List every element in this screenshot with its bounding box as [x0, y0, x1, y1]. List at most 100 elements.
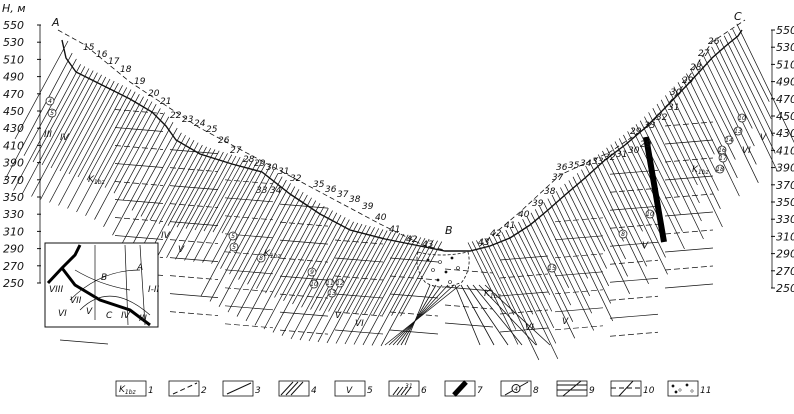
legend-dot — [678, 388, 682, 392]
right-tick-label: 510 — [776, 58, 794, 71]
legend-line — [618, 380, 634, 397]
sand-dot — [436, 278, 440, 282]
strata-line — [371, 238, 430, 346]
strata-line — [715, 43, 778, 172]
strata-line — [22, 68, 90, 194]
horizon-dashed — [664, 121, 714, 127]
station-label: 43 — [422, 240, 434, 250]
left-tick-label: 290 — [3, 243, 24, 256]
strata-line — [14, 40, 69, 140]
horizon-dashed — [279, 257, 329, 263]
strata-line — [606, 147, 668, 275]
strata-line — [362, 237, 422, 346]
circled-number: 9 — [310, 269, 314, 276]
inset-lines — [69, 244, 151, 326]
horizon-solid — [169, 149, 219, 154]
strata-line — [610, 144, 666, 258]
legend-number: 7 — [477, 386, 483, 396]
strata-line — [328, 227, 375, 312]
horizon-dashed — [169, 239, 219, 244]
strata-line — [148, 146, 207, 256]
horizon-solid — [279, 275, 329, 281]
horizon-dashed — [114, 145, 164, 150]
horizon-solid — [169, 257, 219, 262]
right-tick-label: 470 — [776, 93, 794, 106]
strata-line — [209, 173, 279, 302]
legend-hatch — [404, 386, 412, 396]
horizon-dashed — [114, 217, 164, 222]
station-label: 17 — [108, 57, 120, 67]
circled-marker — [718, 153, 728, 163]
strata-line — [497, 233, 559, 359]
strata-line — [711, 46, 753, 129]
strata-line — [364, 234, 409, 315]
strata-line — [212, 160, 254, 233]
alluvium-dots — [426, 256, 460, 284]
station-label: 29 — [630, 127, 642, 137]
strata-line — [560, 187, 609, 287]
circled-number: 4 — [48, 98, 52, 105]
strata-line — [492, 234, 534, 315]
station-label: 32 — [604, 153, 616, 163]
legend-number: 6 — [421, 386, 427, 396]
strata-line — [652, 108, 700, 204]
strata-line — [404, 284, 431, 346]
horizon-solid — [554, 235, 604, 241]
strata-line — [131, 127, 178, 211]
point-c-label: C — [734, 10, 742, 23]
strata-line — [58, 85, 123, 206]
legend-circle-number: 4 — [514, 386, 518, 393]
strata-line — [648, 112, 702, 222]
legend-number: 8 — [533, 386, 539, 396]
left-tick-label: 370 — [3, 174, 24, 187]
horizon-dashed — [224, 287, 274, 293]
formation-label: K1bz — [484, 289, 502, 300]
legend-v: V — [346, 386, 353, 396]
formation-subscript: 1bz — [270, 253, 282, 260]
strata-line — [736, 23, 794, 143]
right-tick-label: 430 — [776, 127, 794, 140]
circled-number: 13 — [328, 290, 336, 297]
horizon-dashed — [224, 251, 274, 257]
station-label: 26 — [218, 136, 230, 146]
circled-marker — [309, 279, 319, 289]
legend-circle — [511, 384, 521, 393]
circled-number: 5 — [232, 244, 236, 251]
horizon-solid — [169, 221, 219, 226]
right-tick-label: 310 — [776, 230, 794, 243]
strata-line — [221, 162, 262, 234]
horizon-dashed — [609, 223, 659, 229]
horizon-dashed — [609, 259, 659, 265]
strata-line — [281, 217, 346, 336]
circled-number: 18 — [716, 166, 724, 173]
strata-line — [400, 284, 437, 346]
horizon-solid — [169, 185, 219, 190]
strata-lines — [4, 23, 794, 361]
horizon-solid — [444, 286, 494, 292]
strata-line — [4, 52, 73, 181]
strata-line — [200, 166, 270, 297]
strata-line — [501, 231, 557, 344]
strata-line — [392, 284, 449, 346]
strata-line — [539, 205, 593, 314]
station-label: 42 — [406, 235, 418, 245]
strata-line — [184, 156, 241, 261]
horizon-dashed — [554, 217, 604, 223]
horizon-dashed — [169, 203, 219, 208]
strata-line — [472, 284, 523, 346]
strata-line — [382, 238, 426, 316]
strata-line — [484, 284, 551, 346]
horizon-solid — [279, 203, 329, 209]
strata-line — [23, 58, 77, 156]
strata-line — [669, 90, 719, 191]
legend-swatch — [667, 380, 699, 397]
zone-numeral: IV — [60, 133, 70, 143]
station-label: 35 — [313, 180, 325, 190]
strata-line — [471, 241, 517, 330]
strata-line — [337, 229, 384, 313]
strata-line — [476, 240, 515, 315]
strata-line — [283, 210, 333, 301]
horizon-solid — [664, 175, 714, 181]
